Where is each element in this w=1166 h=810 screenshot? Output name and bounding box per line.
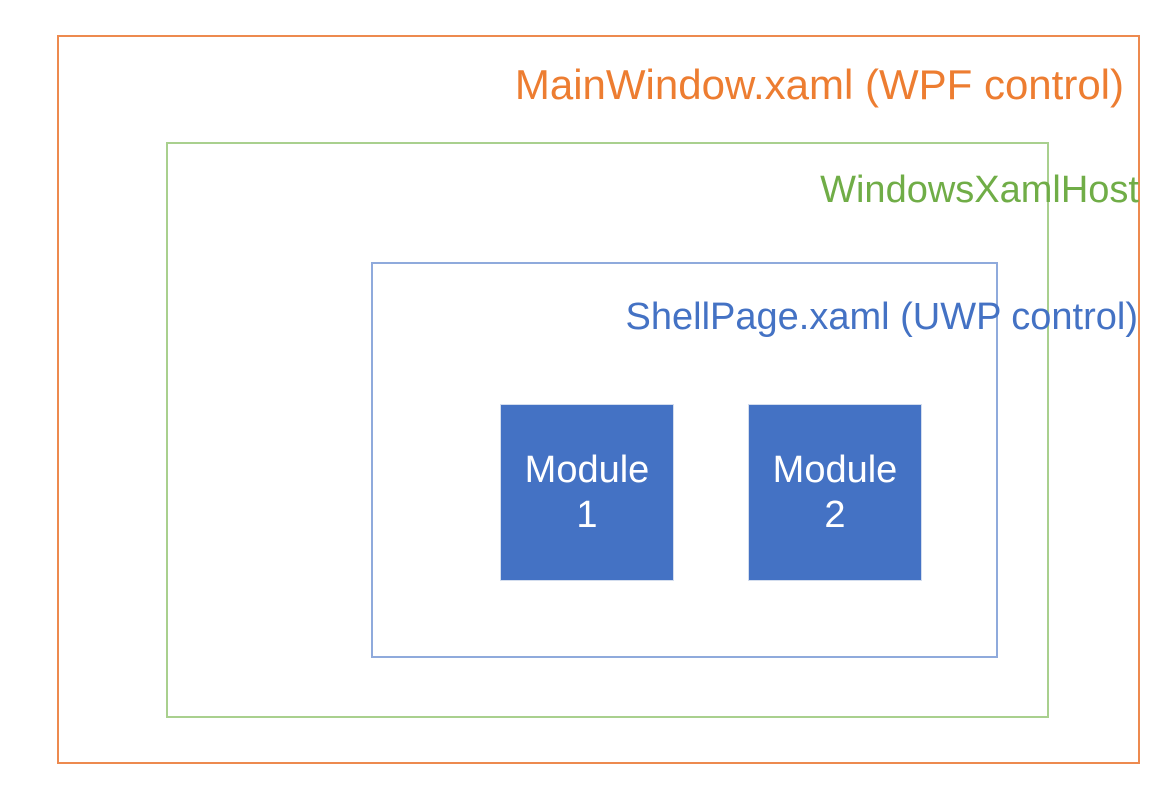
container-label-shell-page: ShellPage.xaml (UWP control) — [625, 296, 1138, 338]
container-windows-xaml-host — [166, 142, 1049, 718]
module-2-name: Module — [772, 448, 898, 491]
module-2-number: 2 — [824, 493, 846, 536]
container-shell-page — [371, 262, 998, 658]
module-block-2: Module 2 — [748, 404, 922, 581]
module-block-1: Module 1 — [500, 404, 674, 581]
module-1-number: 1 — [576, 493, 598, 536]
module-1-name: Module — [524, 448, 650, 491]
container-label-windows-xaml-host: WindowsXamlHost — [820, 169, 1139, 211]
container-label-main-window: MainWindow.xaml (WPF control) — [514, 61, 1124, 108]
container-main-window — [57, 35, 1140, 764]
